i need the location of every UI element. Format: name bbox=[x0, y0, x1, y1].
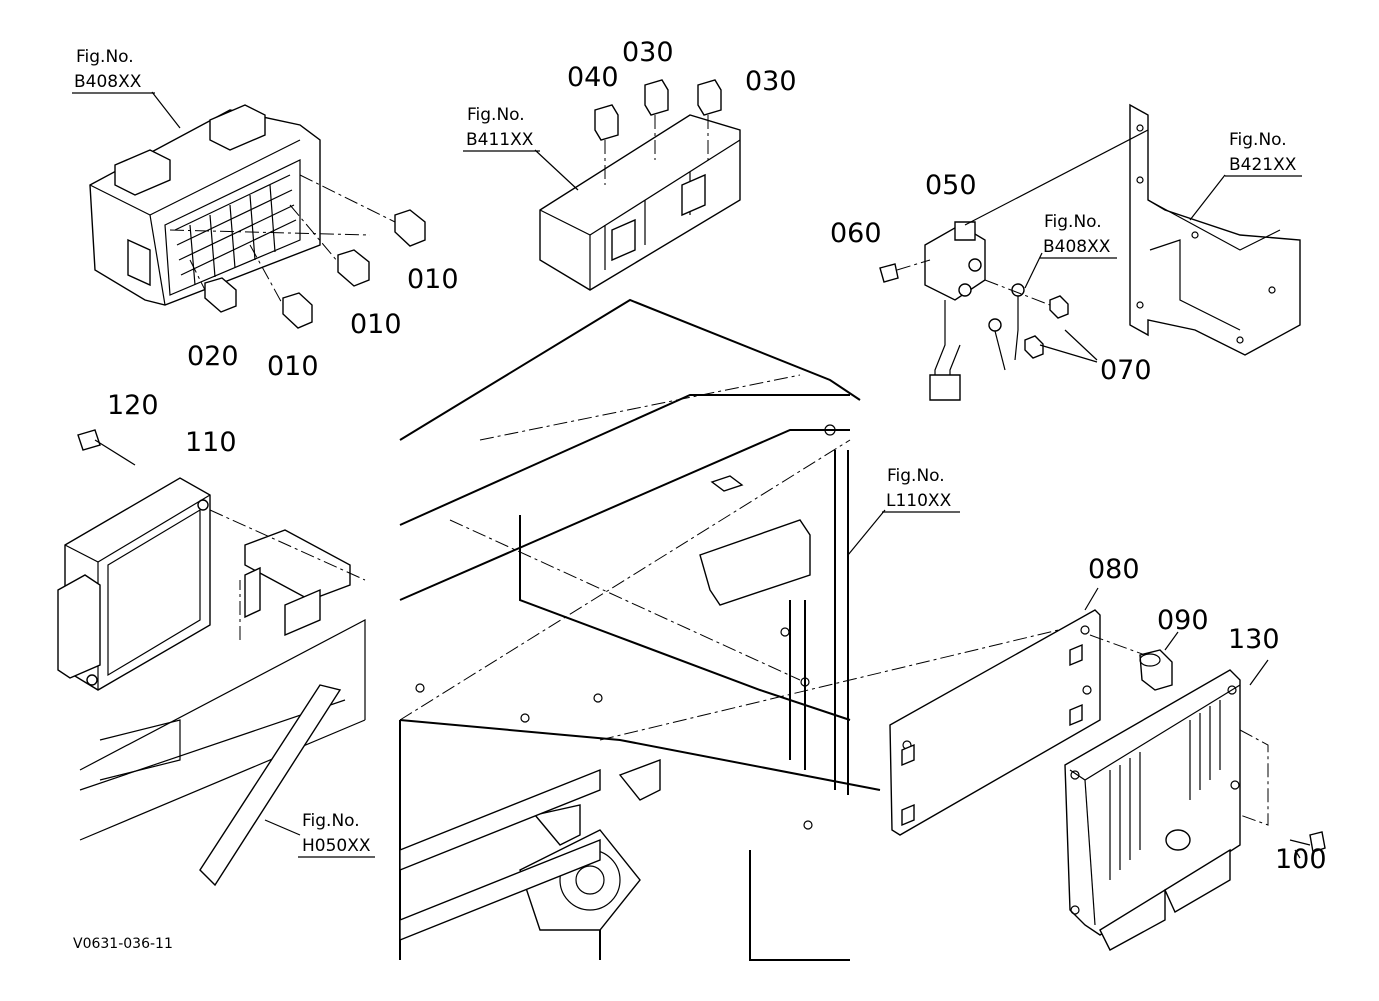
callouts: 010 010 010 020 030 030 040 050 060 070 … bbox=[107, 37, 1327, 875]
callout-010: 010 bbox=[350, 309, 402, 340]
figref-code: H050XX bbox=[302, 836, 371, 856]
callout-090: 090 bbox=[1157, 605, 1209, 636]
ecu-130-illustration bbox=[1064, 659, 1269, 951]
figref-label: Fig.No. bbox=[1044, 212, 1102, 232]
figref-b421[interactable]: Fig.No. B421XX bbox=[1225, 130, 1302, 177]
callout-020: 020 bbox=[187, 341, 239, 372]
callout-040: 040 bbox=[567, 62, 619, 93]
bracket-illustration bbox=[964, 103, 1301, 356]
figref-code: L110XX bbox=[886, 491, 952, 511]
figref-label: Fig.No. bbox=[1229, 130, 1287, 150]
frame-illustration bbox=[399, 298, 1101, 961]
figref-code: B411XX bbox=[466, 130, 534, 150]
figref-b411[interactable]: Fig.No. B411XX bbox=[463, 105, 540, 152]
figref-code: B421XX bbox=[1229, 155, 1297, 175]
callout-120: 120 bbox=[107, 390, 159, 421]
figref-label: Fig.No. bbox=[467, 105, 525, 125]
callout-070: 070 bbox=[1100, 355, 1152, 386]
solenoid-illustration bbox=[879, 221, 1069, 401]
figref-l110[interactable]: Fig.No. L110XX bbox=[882, 466, 960, 513]
figure-references: Fig.No. B408XX Fig.No. B411XX Fig.No. B4… bbox=[72, 47, 1302, 858]
callout-060: 060 bbox=[830, 218, 882, 249]
callout-010: 010 bbox=[407, 264, 459, 295]
figref-code: B408XX bbox=[1043, 237, 1111, 257]
figref-h050[interactable]: Fig.No. H050XX bbox=[298, 811, 375, 858]
callout-050: 050 bbox=[925, 170, 977, 201]
relay-block-illustration bbox=[534, 79, 741, 291]
callout-130: 130 bbox=[1228, 624, 1280, 655]
figref-label: Fig.No. bbox=[302, 811, 360, 831]
callout-010: 010 bbox=[267, 351, 319, 382]
mounting-plate-illustration bbox=[889, 587, 1146, 836]
ecu-left-illustration bbox=[57, 429, 211, 691]
callout-080: 080 bbox=[1088, 554, 1140, 585]
figref-label: Fig.No. bbox=[887, 466, 945, 486]
callout-030: 030 bbox=[745, 66, 797, 97]
figref-b408-top[interactable]: Fig.No. B408XX bbox=[72, 47, 155, 94]
figref-code: B408XX bbox=[74, 72, 142, 92]
bolt-090-illustration bbox=[1139, 631, 1179, 691]
document-id: V0631-036-11 bbox=[73, 936, 173, 952]
callout-110: 110 bbox=[185, 427, 237, 458]
mount-plate-illustration bbox=[79, 509, 366, 887]
fuse-box-illustration bbox=[89, 91, 426, 329]
figref-b408-mid[interactable]: Fig.No. B408XX bbox=[1040, 212, 1117, 259]
figref-label: Fig.No. bbox=[76, 47, 134, 67]
bolt-100-illustration bbox=[1239, 729, 1326, 859]
callout-100: 100 bbox=[1275, 844, 1327, 875]
callout-030: 030 bbox=[622, 37, 674, 68]
